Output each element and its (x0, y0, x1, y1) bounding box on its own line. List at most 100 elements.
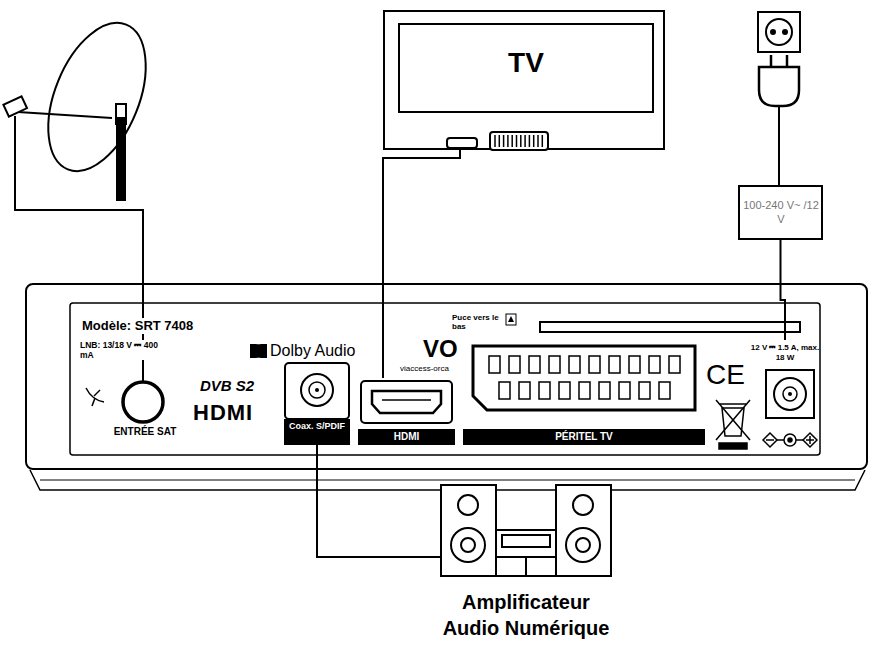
node-text: ENTRÉE SAT (110, 426, 180, 438)
port-drawing (576, 538, 590, 552)
port-drawing (573, 495, 593, 515)
node-text: HDMI (358, 429, 455, 445)
port-drawing (524, 135, 526, 147)
weee-symbol (716, 400, 750, 440)
port-drawing (520, 135, 522, 147)
wall-outlet (783, 30, 787, 34)
sat-icon (86, 388, 104, 406)
port-drawing (619, 382, 630, 399)
port-drawing (589, 356, 600, 373)
port-drawing (461, 538, 475, 552)
polarity-symbol (766, 439, 774, 441)
node-text: Amplificateur Audio Numérique (432, 589, 620, 641)
port-drawing (669, 356, 680, 373)
port-drawing (569, 356, 580, 373)
port-drawing (529, 135, 531, 147)
satellite-dish (117, 118, 125, 200)
sat-input-port: ENTRÉE SAT (110, 376, 180, 442)
sat-icon (94, 390, 100, 396)
scart-port: PÉRITEL TV (463, 340, 705, 445)
port-drawing (507, 135, 509, 147)
satellite-dish (29, 9, 165, 185)
polarity-symbol (809, 436, 811, 444)
satellite-dish (3, 9, 165, 200)
wall-outlet (758, 12, 800, 52)
cable (317, 445, 440, 557)
receiver-panel (30, 303, 865, 490)
port-drawing (529, 356, 540, 373)
power-adapter: 100-240 V~ /12 V (738, 185, 823, 240)
port-drawing (458, 495, 478, 515)
dolby-logo (250, 344, 267, 358)
port-drawing (539, 382, 550, 399)
wall-outlet (766, 19, 792, 45)
power-plug (786, 55, 789, 67)
weee-symbol (722, 408, 744, 436)
port-drawing (499, 382, 510, 399)
satellite-dish (3, 96, 27, 116)
port-drawing (440, 483, 612, 578)
node-text: Coax. S/PDIF (284, 419, 350, 445)
wall-outlet (758, 12, 800, 52)
polarity-symbol (803, 433, 817, 447)
port-drawing (639, 382, 650, 399)
port-drawing (537, 135, 539, 147)
lnb-spec: LNB: 13/18 V ⎓ 400 mA (80, 340, 160, 360)
port-drawing (301, 374, 333, 406)
weee-symbol (720, 403, 746, 405)
port-drawing (599, 382, 610, 399)
port-drawing (649, 356, 660, 373)
port-drawing (494, 135, 496, 147)
power-plug (778, 106, 780, 185)
polarity-symbol (784, 434, 796, 446)
polarity-symbol (763, 433, 817, 447)
cable (781, 240, 786, 340)
weee-symbol (716, 400, 750, 449)
power-plug (770, 55, 773, 67)
receiver-panel (506, 314, 516, 325)
power-plug (759, 55, 799, 185)
port-drawing (525, 557, 527, 576)
satellite-dish (18, 112, 112, 118)
port-drawing (629, 356, 640, 373)
polarity-symbol (777, 439, 784, 441)
node-text: 12 V ⎓ 1.5 A, max. 18 W (748, 343, 822, 363)
port-drawing (788, 392, 792, 396)
node-text: TV (399, 46, 653, 80)
port-drawing (361, 381, 452, 423)
port-drawing (533, 135, 535, 147)
port-drawing (447, 138, 477, 148)
brand-text: viaccess-orca (400, 364, 449, 374)
port-drawing (502, 535, 550, 547)
port-drawing (399, 24, 653, 112)
port-drawing (285, 363, 349, 419)
wall-outlet (771, 30, 775, 34)
port-drawing (519, 382, 530, 399)
port-drawing (503, 135, 505, 147)
port-drawing (441, 485, 496, 576)
ce-mark: CE (706, 358, 745, 392)
port-drawing (496, 530, 556, 576)
port-drawing (516, 135, 518, 147)
port-drawing (774, 378, 806, 410)
port-drawing (609, 356, 620, 373)
node-text: Modèle: SRT 7408 (82, 318, 193, 334)
vo-logo: VO (423, 334, 458, 363)
port-drawing (309, 382, 325, 398)
tv-box: TV (383, 10, 665, 150)
node-text: 100-240 V~ /12 V (742, 198, 820, 226)
port-drawing (659, 382, 670, 399)
port-drawing (559, 382, 570, 399)
hdmi-logo: HDMI (193, 400, 253, 426)
polarity-symbol (763, 433, 777, 447)
sat-cable (15, 116, 143, 381)
port-drawing (451, 528, 485, 562)
port-drawing (499, 135, 501, 147)
dc-input-jack: 12 V ⎓ 1.5 A, max. 18 W (748, 340, 822, 422)
sat-icon (92, 398, 95, 406)
port-drawing (473, 346, 695, 410)
receiver-panel (70, 303, 820, 455)
node-text: PÉRITEL TV (463, 429, 705, 445)
receiver-housing: Modèle: SRT 7408ENTRÉE SAT Coax. S/PDIF HD… (25, 283, 868, 470)
port-drawing (123, 382, 163, 422)
